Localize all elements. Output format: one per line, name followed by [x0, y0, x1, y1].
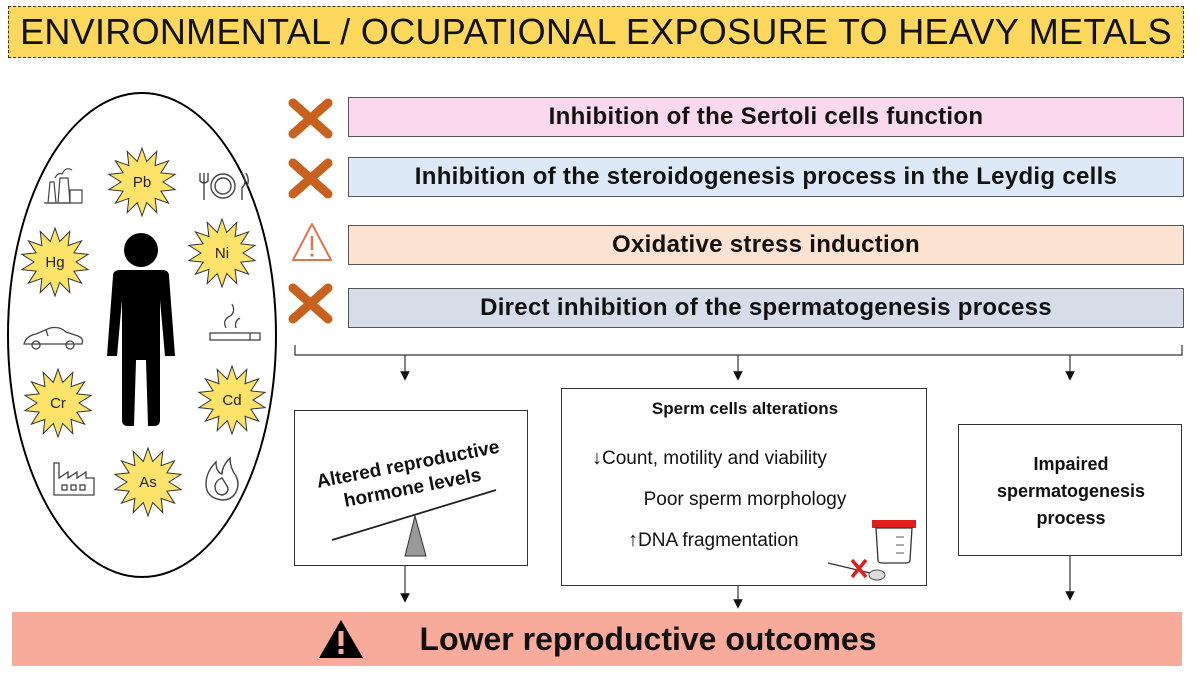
title-banner: ENVIRONMENTAL / OCUPATIONAL EXPOSURE TO …: [8, 6, 1184, 58]
metal-label-ni: Ni: [215, 245, 229, 262]
up-arrow-icon: ↑: [628, 529, 638, 551]
effect-label: Oxidative stress induction: [612, 231, 920, 258]
sperm-item-count: ↓Count, motility and viability: [592, 447, 827, 470]
bottom-text: Lower reproductive outcomes: [419, 620, 877, 657]
sperm-item-text: Count, motility and viability: [602, 448, 827, 469]
sperm-title: Sperm cells alterations: [651, 399, 839, 418]
spermatogenesis-line3: process: [1036, 508, 1106, 528]
title-text: ENVIRONMENTAL / OCUPATIONAL EXPOSURE TO …: [20, 11, 1172, 52]
spermatogenesis-line2: spermatogenesis: [996, 481, 1146, 501]
effect-label: Inhibition of the Sertoli cells function: [548, 103, 984, 130]
burst-cr: Cr: [23, 367, 93, 439]
burst-cd: Cd: [197, 364, 267, 436]
metal-label-hg: Hg: [45, 254, 64, 271]
effect-label: Inhibition of the steroidogenesis proces…: [414, 163, 1118, 190]
exposure-oval: [7, 92, 277, 578]
sperm-item-text: DNA fragmentation: [638, 530, 799, 551]
metal-label-cr: Cr: [50, 395, 66, 412]
burst-hg: Hg: [20, 226, 90, 298]
specimen-cup-icon: [872, 520, 916, 564]
seesaw-icon: [331, 489, 497, 557]
factory-icon: [53, 462, 95, 496]
bottom-banner: Lower reproductive outcomes: [12, 612, 1182, 666]
spermatogenesis-line1: Impaired: [1033, 454, 1109, 474]
down-arrow-icon: ↓: [592, 447, 602, 469]
effect-box-sertoli: Inhibition of the Sertoli cells function: [348, 97, 1184, 137]
sperm-item-dna: ↑DNA fragmentation: [628, 529, 799, 552]
person-icon: [107, 233, 175, 426]
effect-box-leydig: Inhibition of the steroidogenesis proces…: [348, 157, 1184, 197]
x-mark-icon: [288, 158, 333, 199]
metal-label-pb: Pb: [133, 174, 151, 191]
plate-cutlery-icon: [199, 172, 249, 200]
metal-label-cd: Cd: [222, 392, 241, 409]
effect-label: Direct inhibition of the spermatogenesis…: [480, 294, 1052, 321]
burst-pb: Pb: [107, 146, 177, 218]
effect-box-oxidative: Oxidative stress induction: [348, 225, 1184, 265]
outcome-box-sperm: Sperm cells alterations ↓Count, motility…: [561, 388, 927, 586]
sperm-item-morphology: Poor sperm morphology: [643, 489, 847, 510]
warning-outline-icon: [292, 223, 332, 261]
x-mark-icon: [288, 283, 333, 324]
effect-markers-svg: [288, 98, 333, 324]
sample-cup-svg: [827, 520, 916, 581]
outcome-box-spermatogenesis: Impaired spermatogenesis process: [958, 424, 1182, 556]
bracket-line: [294, 345, 1183, 356]
seesaw-svg: Altered reproductive hormone levels: [315, 437, 501, 557]
connector-svg: [294, 345, 1183, 609]
x-mark-icon: [288, 98, 333, 139]
car-icon: [23, 326, 84, 350]
burst-as: As: [113, 446, 183, 518]
metal-label-as: As: [139, 474, 157, 491]
spermatogenesis-text: Impaired spermatogenesis process: [959, 451, 1183, 532]
power-plant-icon: [44, 168, 83, 204]
effect-box-spermatogenesis: Direct inhibition of the spermatogenesis…: [348, 288, 1184, 328]
cigarette-icon: [209, 303, 261, 341]
burst-ni: Ni: [187, 217, 257, 289]
red-x-icon: [850, 558, 868, 579]
fire-icon: [205, 456, 239, 501]
warning-filled-icon: [318, 620, 363, 658]
exposure-sources-svg: Pb Hg Ni Cr Cd As: [20, 146, 267, 518]
